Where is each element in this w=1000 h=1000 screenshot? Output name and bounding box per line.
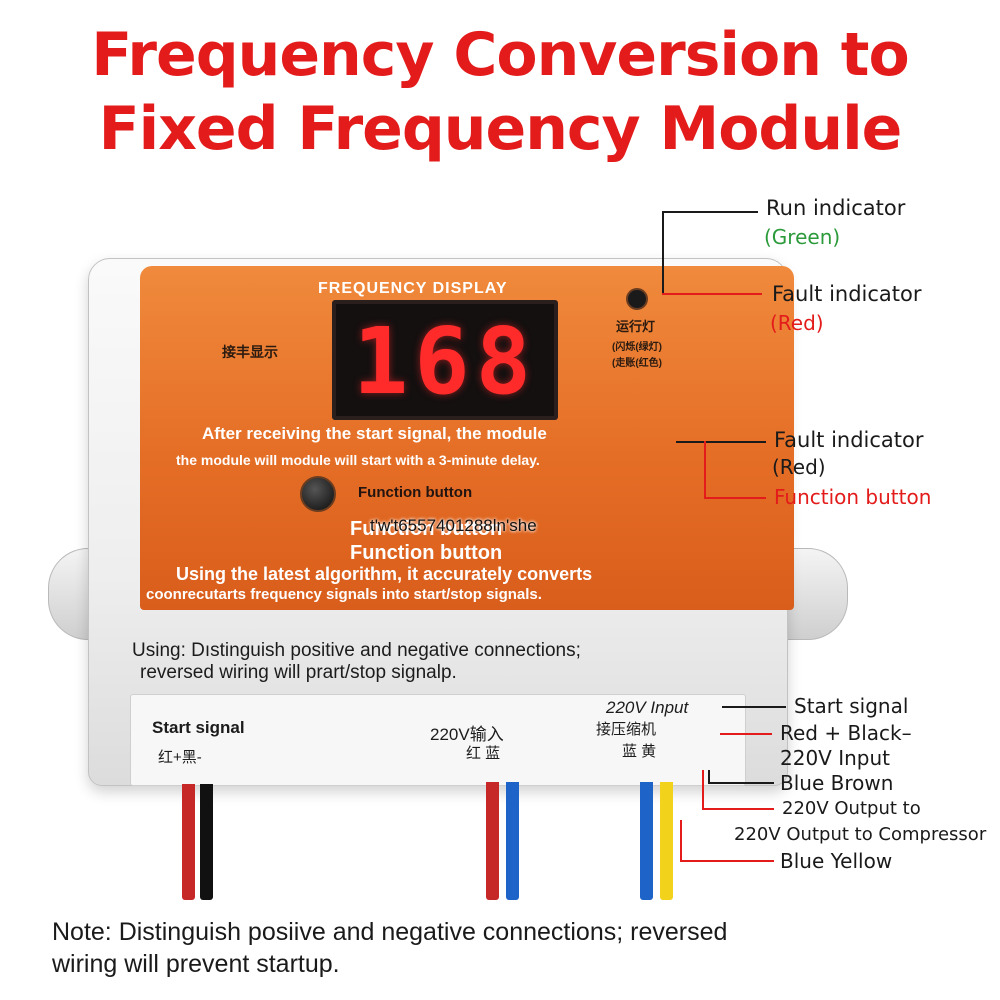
callout-220v-input: 220V Input (780, 746, 890, 770)
blue-brown-leader (708, 782, 774, 784)
callout-220v-output: 220V Output to (782, 798, 921, 819)
led-display: 168 (332, 300, 558, 420)
callout-function-button: Function button (774, 485, 932, 509)
output-leader (702, 808, 774, 810)
panel-info-line-4: coonrecutarts frequency signals into sta… (146, 586, 542, 603)
callout-fault-indicator-1: Fault indicator (772, 282, 922, 306)
red-black-leader (720, 733, 772, 735)
function-button-leader (704, 497, 766, 499)
title-line-1: Frequency Conversion to (91, 20, 909, 90)
wire-red-start (182, 784, 195, 900)
callout-run-indicator: Run indicator (766, 196, 906, 220)
terminal-compressor-cn: 接压缩机 (596, 721, 657, 738)
run-light-cn-sub1: (闪烁(绿灯) (612, 342, 662, 353)
wire-blue-output (640, 782, 653, 900)
start-signal-leader (722, 706, 786, 708)
terminal-label-panel (130, 694, 746, 786)
wire-yellow-output (660, 782, 673, 900)
terminal-start-signal: Start signal (152, 718, 245, 737)
using-note-line-2: reversed wiring will prart/stop signalp. (140, 662, 457, 683)
function-button-leader-drop (704, 441, 706, 499)
callout-fault-red-2: (Red) (772, 455, 826, 479)
note-line-2: wiring will prevent startup. (52, 950, 340, 978)
panel-info-line-2: the module will module will start with a… (176, 452, 540, 468)
function-button-label: Function button (358, 484, 473, 501)
output-leader-drop (702, 770, 704, 810)
blue-yellow-leader-drop (680, 820, 682, 862)
function-button[interactable] (300, 476, 336, 512)
terminal-start-signal-cn: 红+黑- (158, 749, 202, 766)
wire-black-start (200, 784, 213, 900)
callout-blue-yellow: Blue Yellow (780, 849, 893, 873)
fault-indicator-2-leader (676, 441, 766, 443)
watermark-text: t'w't6557401288ln'she (370, 516, 537, 535)
wire-red-input (486, 782, 499, 900)
title-line-2: Fixed Frequency Module (98, 94, 903, 164)
callout-red-black: Red + Black– (780, 721, 912, 745)
fault-indicator-leader (662, 293, 762, 295)
callout-220v-output-compressor: 220V Output to Compressor (734, 824, 987, 845)
terminal-220v-input: 220V Input (606, 698, 689, 717)
callout-blue-brown: Blue Brown (780, 771, 894, 795)
wire-blue-input (506, 782, 519, 900)
display-cn-label: 接丰显示 (222, 344, 278, 360)
display-value: 168 (352, 308, 538, 415)
frequency-display-label: FREQUENCY DISPLAY (318, 280, 508, 297)
blue-brown-leader-drop (708, 770, 710, 784)
run-indicator-leader (662, 211, 758, 213)
function-button-label-3: Function button (350, 542, 503, 564)
run-indicator-leader-drop (662, 211, 664, 295)
callout-run-green: (Green) (764, 225, 841, 249)
using-note-line-1: Using: Dıstinguish positive and negative… (132, 640, 581, 661)
terminal-220v-input-cn-sub: 红 蓝 (466, 745, 501, 762)
front-panel: FREQUENCY DISPLAY 接丰显示 168 运行灯 (闪烁(绿灯) (… (140, 266, 794, 610)
callout-start-signal: Start signal (794, 694, 909, 718)
terminal-220v-input-cn: 220V输入 (430, 725, 504, 744)
callout-fault-red-1: (Red) (770, 311, 824, 335)
note-line-1: Note: Distinguish posiive and negative c… (52, 918, 728, 946)
panel-info-line-3: Using the latest algorithm, it accuratel… (176, 564, 593, 584)
run-indicator-led (626, 288, 648, 310)
run-light-cn-sub2: (走账(红色) (612, 358, 662, 369)
function-button-label-2: Function button (350, 518, 503, 540)
blue-yellow-leader (680, 860, 774, 862)
panel-info-line-1: After receiving the start signal, the mo… (202, 424, 547, 443)
terminal-compressor-cn-sub: 蓝 黄 (622, 743, 657, 760)
run-light-cn-label: 运行灯 (616, 319, 656, 334)
callout-fault-indicator-2: Fault indicator (774, 428, 924, 452)
